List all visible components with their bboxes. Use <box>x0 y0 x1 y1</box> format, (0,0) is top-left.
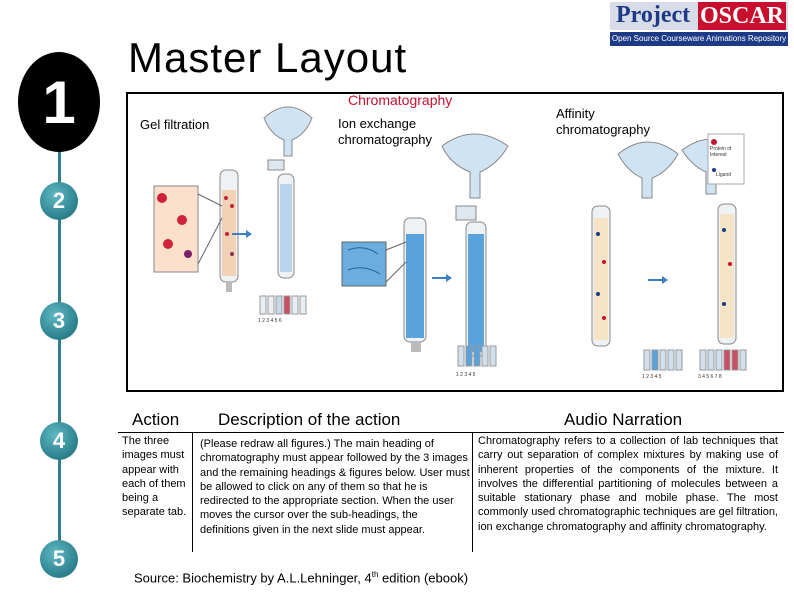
affinity-collection-tubes <box>643 349 747 371</box>
legend-ligand-label: Ligand <box>716 172 732 178</box>
column-divider-2 <box>472 432 473 552</box>
affinity-legend <box>707 133 745 185</box>
ion-exchange-label[interactable]: Ion exchange chromatography <box>338 116 432 147</box>
description-cell: (Please redraw all figures.) The main he… <box>200 438 470 536</box>
source-suffix: edition (ebook) <box>378 570 469 586</box>
affinity-tube-numbers-2: 3 4 5 6 7 8 <box>698 374 722 380</box>
logo-tagline: Open Source Courseware Animations Reposi… <box>610 32 788 46</box>
source-citation: Source: Biochemistry by A.L.Lehninger, 4… <box>134 570 468 585</box>
ion-tube-numbers: 1 2 3 4 5 <box>456 372 476 378</box>
source-prefix: Source: Biochemistry by A.L.Lehninger, 4 <box>134 570 372 586</box>
ion-exchange-column[interactable] <box>341 133 509 357</box>
description-header: Description of the action <box>218 410 401 429</box>
figure-main-heading[interactable]: Chromatography <box>348 92 453 108</box>
affinity-tube-numbers-1: 1 2 3 4 5 <box>642 374 662 380</box>
slide-number-1: 1 <box>18 52 100 152</box>
gel-tube-numbers: 1 2 3 4 5 6 <box>258 318 282 324</box>
project-oscar-logo: Project OSCAR Open Source Courseware Ani… <box>610 2 788 46</box>
step-badge-5[interactable]: 5 <box>40 540 78 578</box>
column-divider-1 <box>192 432 193 552</box>
source-superscript: th <box>371 570 379 579</box>
gel-collection-tubes <box>259 295 307 315</box>
gel-column-tall <box>277 173 295 279</box>
chromatography-illustration <box>153 106 747 371</box>
affinity-column-1[interactable] <box>591 141 679 347</box>
table-header-rule <box>118 432 784 433</box>
affinity-chromatography-label[interactable]: Affinity chromatography <box>556 106 650 137</box>
legend-protein-label: Protein of Interest <box>710 146 732 158</box>
action-cell: The three images must appear with each o… <box>122 435 187 519</box>
gel-filtration-column[interactable] <box>153 106 313 292</box>
gel-filtration-label[interactable]: Gel filtration <box>140 117 210 132</box>
step-badge-3[interactable]: 3 <box>40 302 78 340</box>
audio-narration-cell: Chromatography refers to a collection of… <box>478 435 778 533</box>
logo-text-oscar: OSCAR <box>698 2 786 30</box>
logo-text-project: Project <box>616 2 691 28</box>
figure-frame <box>126 92 784 392</box>
ion-collection-tubes <box>457 345 497 367</box>
step-badge-4[interactable]: 4 <box>40 422 78 460</box>
step-badge-2[interactable]: 2 <box>40 182 78 220</box>
page-title: Master Layout <box>128 34 408 81</box>
action-header: Action <box>132 410 180 429</box>
audio-narration-header: Audio Narration <box>564 410 683 429</box>
